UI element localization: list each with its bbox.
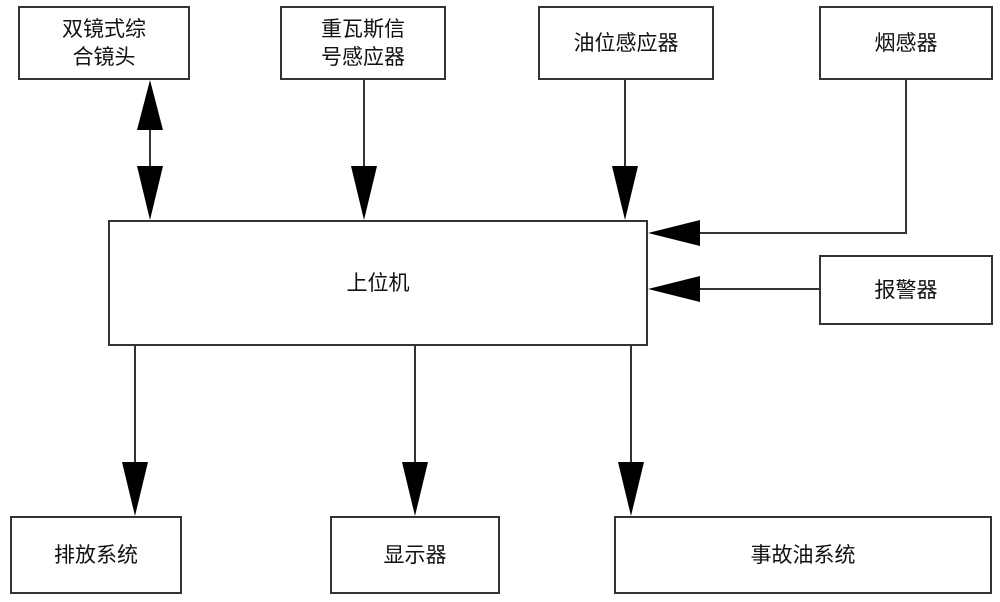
exhaust-system-box: 排放系统 [10,516,182,594]
arrowhead-down-accident-oil [618,462,644,516]
alarm-box: 报警器 [819,255,993,325]
smoke-sensor-label: 烟感器 [874,31,938,55]
alarm-label: 报警器 [874,278,938,302]
display-label: 显示器 [383,543,447,567]
dual-lens-camera-label-line2: 合镜头 [72,45,136,69]
host-computer-label: 上位机 [346,271,410,295]
edge-smoke-sensor-host [698,80,907,234]
oil-level-sensor-box: 油位感应器 [538,6,714,80]
accident-oil-system-box: 事故油系统 [614,516,992,594]
arrowhead-down-exhaust [122,462,148,516]
dual-lens-camera-box: 双镜式综 合镜头 [18,6,190,80]
arrowhead-down-host-from-camera [137,166,163,220]
arrowhead-left-host-from-alarm [648,276,700,302]
arrowhead-down-host-from-gas [351,166,377,220]
arrowhead-down-host-from-oil [612,166,638,220]
host-computer-box: 上位机 [108,220,648,346]
exhaust-system-label: 排放系统 [54,543,138,567]
dual-lens-camera-label-line1: 双镜式综 [62,17,146,41]
gas-signal-sensor-label-line1: 重瓦斯信 [321,17,405,41]
arrowhead-down-display [402,462,428,516]
gas-signal-sensor-label-line2: 号感应器 [321,45,405,69]
display-box: 显示器 [330,516,500,594]
oil-level-sensor-label: 油位感应器 [573,31,679,55]
arrowhead-left-host-from-smoke [648,220,700,246]
gas-signal-sensor-box: 重瓦斯信 号感应器 [280,6,446,80]
arrowhead-up-camera [137,80,163,130]
accident-oil-system-label: 事故油系统 [750,543,856,567]
smoke-sensor-box: 烟感器 [819,6,993,80]
